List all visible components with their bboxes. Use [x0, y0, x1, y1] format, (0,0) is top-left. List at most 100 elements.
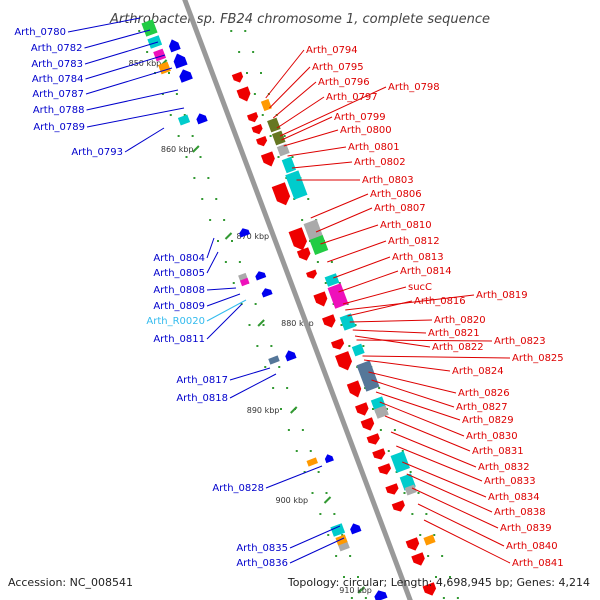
tick-dot — [387, 450, 390, 452]
right-leader-line — [320, 224, 379, 245]
right-leader-line — [333, 256, 391, 279]
forward-strand-labels: Arth_0794Arth_0795Arth_0796Arth_0797Arth… — [265, 45, 564, 569]
tick-dot — [272, 387, 275, 389]
right-gene-label: Arth_0801 — [348, 142, 400, 153]
right-gene-label: Arth_0830 — [466, 431, 518, 442]
right-gene-label: Arth_0814 — [400, 266, 452, 277]
left-leader-line — [206, 303, 243, 340]
tick-dot — [303, 471, 306, 473]
forward-gene-arrow — [385, 483, 399, 495]
tick-dot — [378, 387, 381, 389]
left-gene-label: Arth_0787 — [32, 89, 84, 100]
left-leader-line — [206, 299, 247, 322]
tick-dot — [138, 30, 141, 32]
left-gene-label: Arth_0784 — [32, 74, 84, 85]
reverse-gene-arrow — [173, 53, 188, 69]
tick-dot — [185, 156, 188, 158]
left-gene-label: Arth_0828 — [212, 483, 264, 494]
tick-dot — [283, 135, 286, 137]
tick-dot — [338, 282, 341, 284]
right-leader-line — [362, 355, 511, 359]
forward-gene-arrow — [296, 247, 311, 261]
left-leader-line — [229, 367, 271, 381]
accession-text: Accession: NC_008541 — [8, 576, 134, 589]
right-leader-line — [281, 116, 333, 141]
reverse-gene-arrow — [239, 228, 251, 238]
tick-dot — [232, 282, 235, 284]
forward-gene-arrow — [422, 582, 437, 596]
reverse-gene-arrow — [168, 39, 181, 53]
kbp-tick-label: 860 kbp — [161, 145, 194, 154]
right-gene-label: Arth_0806 — [370, 189, 422, 200]
reverse-gene-arrow — [179, 69, 193, 83]
right-gene-label: Arth_0834 — [488, 492, 540, 503]
left-leader-line — [206, 251, 219, 274]
right-leader-line — [269, 66, 311, 109]
tick-dot — [177, 135, 180, 137]
forward-gene-arrow — [260, 151, 275, 167]
tick-dot — [327, 534, 330, 536]
left-leader-line — [124, 127, 165, 153]
right-gene-label: Arth_0807 — [374, 203, 426, 214]
right-gene-label: Arth_0825 — [512, 353, 564, 364]
tick-dot — [193, 177, 196, 179]
left-leader-line — [289, 525, 341, 549]
right-gene-label: Arth_0802 — [354, 157, 406, 168]
tick-dot — [449, 576, 451, 578]
tick-dot — [442, 597, 445, 599]
kbp-tick-label: 850 kbp — [129, 59, 162, 68]
forward-gene-box — [327, 283, 349, 309]
right-leader-line — [363, 359, 451, 372]
left-gene-label: Arth_0805 — [153, 268, 205, 279]
tick-dot — [277, 156, 280, 158]
left-gene-label: Arth_0783 — [31, 59, 83, 70]
forward-gene-arrow — [405, 537, 420, 551]
chromosome-backbone — [182, 0, 413, 600]
tick-dot — [393, 429, 396, 431]
left-leader-line — [85, 54, 166, 80]
left-leader-line — [229, 373, 277, 399]
tick-dot — [386, 408, 388, 410]
right-leader-line — [390, 431, 477, 468]
right-gene-label: Arth_0819 — [476, 290, 528, 301]
tick-dot — [341, 534, 344, 536]
reverse-gene-arrow — [324, 454, 334, 464]
right-leader-line — [402, 461, 487, 498]
right-gene-label: Arth_0833 — [484, 476, 536, 487]
right-gene-label: Arth_0822 — [432, 342, 484, 353]
kbp-tick-mark — [192, 145, 200, 153]
kbp-tick-label: 870 kbp — [237, 232, 270, 241]
tick-dot — [425, 513, 428, 515]
tick-dot — [217, 240, 219, 242]
kbp-tick-mark — [323, 496, 332, 504]
left-gene-label: Arth_0782 — [31, 43, 83, 54]
forward-gene-arrow — [355, 402, 369, 416]
kbp-tick-label: 910 kbp — [339, 586, 372, 595]
right-leader-line — [411, 487, 499, 529]
kbp-tick-mark — [224, 232, 233, 240]
left-leader-line — [206, 237, 215, 259]
forward-gene-box — [260, 98, 272, 112]
forward-gene-box — [285, 170, 308, 200]
kbp-tick-label: 880 kbp — [281, 319, 314, 328]
left-gene-label: Arth_0793 — [71, 147, 123, 158]
forward-gene-arrow — [306, 269, 317, 279]
tick-dot — [175, 93, 178, 95]
forward-gene-box — [390, 451, 410, 473]
forward-gene-arrow — [331, 338, 345, 350]
right-gene-label: Arth_0800 — [340, 125, 392, 136]
right-gene-label: Arth_0832 — [478, 462, 530, 473]
left-gene-label: Arth_0811 — [153, 334, 205, 345]
tick-dot — [319, 513, 322, 515]
right-leader-line — [368, 371, 457, 394]
right-gene-label: Arth_0803 — [362, 175, 414, 186]
forward-gene-box — [423, 534, 436, 546]
tick-dot — [238, 51, 241, 53]
right-leader-line — [354, 335, 431, 348]
right-leader-line — [345, 294, 475, 311]
right-gene-label: Arth_0823 — [494, 336, 546, 347]
right-leader-line — [287, 146, 347, 157]
right-gene-label: Arth_0799 — [334, 112, 386, 123]
tick-dot — [223, 219, 226, 221]
forward-gene-arrow — [236, 86, 251, 102]
